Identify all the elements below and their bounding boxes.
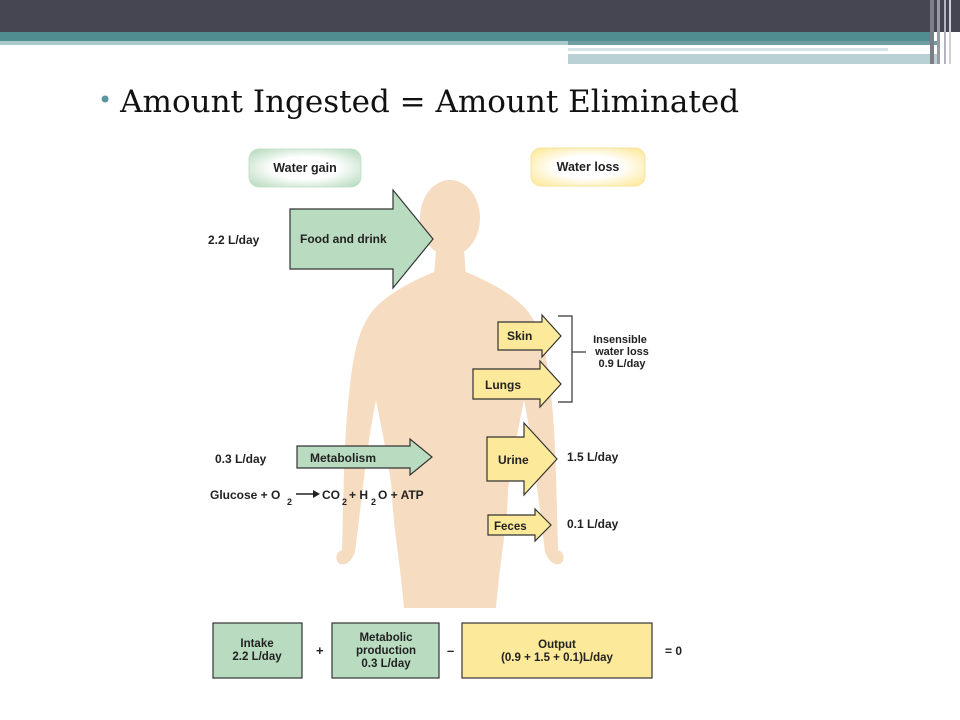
equation-co2-subscript: 2 [342, 497, 347, 507]
equation-co2: CO [322, 488, 340, 502]
bullet-text: Amount Ingested = Amount Eliminated [120, 84, 740, 120]
svg-text:Water gain: Water gain [273, 161, 336, 175]
equation-h2o-subscript: 2 [371, 497, 376, 507]
metabolic-production-box: Metabolic production 0.3 L/day [331, 622, 440, 679]
svg-text:Output: Output [538, 639, 576, 651]
header-stripe-lower [568, 54, 938, 64]
feces-rate: 0.1 L/day [567, 517, 619, 531]
insensible-label-3: 0.9 L/day [598, 358, 646, 370]
svg-text:production: production [356, 645, 416, 657]
svg-text:0.3 L/day: 0.3 L/day [361, 658, 411, 670]
metabolism-arrow: Metabolism [296, 437, 433, 477]
minus-sign: – [447, 643, 454, 658]
svg-text:(0.9 + 1.5 + 0.1)L/day: (0.9 + 1.5 + 0.1)L/day [501, 652, 613, 664]
svg-text:Lungs: Lungs [485, 378, 521, 392]
header-edge-line [949, 0, 951, 64]
svg-text:Skin: Skin [507, 329, 532, 343]
body-silhouette [336, 180, 564, 608]
svg-text:Metabolic: Metabolic [359, 632, 413, 644]
lungs-arrow: Lungs [472, 359, 562, 409]
plus-sign: + [316, 643, 324, 658]
header-edge-line [937, 0, 940, 64]
header-bar [0, 0, 960, 32]
equation-h2o: + H [349, 488, 368, 502]
svg-text:Intake: Intake [240, 638, 273, 650]
water-loss-label: Water loss [530, 147, 646, 187]
equation-o2-subscript: 2 [287, 497, 292, 507]
header-edge-line [930, 0, 934, 64]
skin-arrow: Skin [497, 313, 562, 359]
food-rate: 2.2 L/day [208, 233, 260, 247]
equals-zero: = 0 [665, 644, 682, 658]
svg-text:Metabolism: Metabolism [310, 451, 376, 465]
insensible-label-2: water loss [594, 346, 649, 358]
intake-box: Intake 2.2 L/day [212, 622, 303, 679]
equation-glucose: Glucose + O [210, 488, 280, 502]
feces-arrow: Feces [487, 507, 552, 543]
header-stripe-light [0, 41, 568, 45]
header-stripe-mid [568, 41, 938, 45]
urine-arrow: Urine [486, 421, 558, 497]
bullet-dot-icon: • [98, 86, 113, 114]
urine-rate: 1.5 L/day [567, 450, 619, 464]
metabolism-rate: 0.3 L/day [215, 452, 267, 466]
svg-text:2.2 L/day: 2.2 L/day [232, 651, 282, 663]
metabolism-equation: Glucose + O 2 CO 2 + H 2 O + ATP [210, 488, 424, 507]
svg-text:Urine: Urine [498, 453, 529, 467]
equation-atp: O + ATP [378, 488, 424, 502]
header-stripe [0, 32, 930, 41]
svg-text:Food and drink: Food and drink [300, 232, 387, 246]
svg-text:Feces: Feces [494, 521, 527, 533]
water-gain-label: Water gain [248, 148, 362, 188]
food-and-drink-arrow: Food and drink [289, 188, 434, 290]
output-box: Output (0.9 + 1.5 + 0.1)L/day [461, 622, 653, 679]
insensible-bracket [558, 315, 586, 403]
header-edge-line [944, 0, 946, 64]
slide-bullet: •Amount Ingested = Amount Eliminated [98, 84, 739, 120]
insensible-label-1: Insensible [593, 334, 647, 346]
header-stripe-pale [568, 48, 888, 51]
svg-text:Water loss: Water loss [557, 160, 620, 174]
